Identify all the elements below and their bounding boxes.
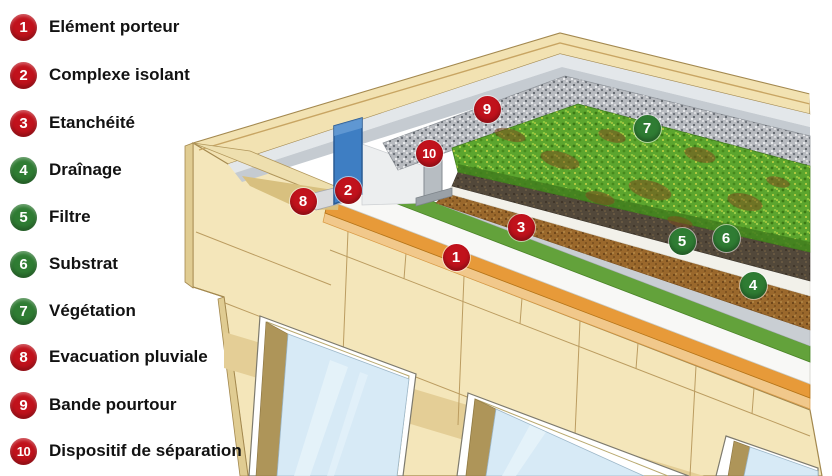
- legend-item-3: 3 Etanchéité: [10, 109, 135, 137]
- legend-badge-9: 9: [10, 391, 37, 419]
- legend-item-1: 1 Elément porteur: [10, 13, 179, 41]
- window-2: [456, 392, 690, 476]
- legend-badge-4: 4: [10, 156, 37, 184]
- legend-label-2: Complexe isolant: [49, 65, 190, 84]
- legend-item-9: 9 Bande pourtour: [10, 391, 177, 419]
- legend-badge-3: 3: [10, 109, 37, 137]
- legend-label-10: Dispositif de séparation: [49, 441, 242, 460]
- right-crop: [809, 0, 832, 476]
- legend: 1 Elément porteur 2 Complexe isolant 3 E…: [0, 0, 242, 476]
- legend-label-3: Etanchéité: [49, 113, 135, 132]
- legend-label-6: Substrat: [49, 254, 118, 273]
- window-3-glass: [743, 446, 819, 476]
- window-1: [248, 315, 417, 476]
- legend-label-8: Evacuation pluviale: [49, 347, 208, 366]
- legend-item-8: 8 Evacuation pluviale: [10, 343, 208, 371]
- legend-badge-10: 10: [10, 437, 37, 465]
- legend-badge-5: 5: [10, 203, 37, 231]
- legend-label-1: Elément porteur: [49, 17, 180, 36]
- legend-item-4: 4 Draînage: [10, 156, 122, 184]
- window-3: [715, 435, 819, 476]
- legend-badge-6: 6: [10, 250, 37, 278]
- legend-item-2: 2 Complexe isolant: [10, 61, 190, 89]
- window-1-reveal: [255, 321, 289, 476]
- parapet-inner-wall-lower: [235, 67, 810, 182]
- vegetation-brown-patches: [494, 127, 790, 228]
- left-side-face: [184, 142, 194, 289]
- parapet-inner-wall-upper: [228, 54, 810, 173]
- vegetation-layer: [451, 103, 811, 253]
- window-3-reveal: [727, 440, 751, 476]
- legend-badge-2: 2: [10, 61, 37, 89]
- legend-item-7: 7 Végétation: [10, 297, 136, 325]
- legend-badge-1: 1: [10, 13, 37, 41]
- legend-badge-7: 7: [10, 297, 37, 325]
- legend-item-10: 10 Dispositif de séparation: [10, 437, 242, 465]
- legend-label-9: Bande pourtour: [49, 395, 177, 414]
- separation-profile-foot: [415, 187, 453, 207]
- legend-badge-8: 8: [10, 343, 37, 371]
- legend-label-5: Filtre: [49, 207, 91, 226]
- legend-item-6: 6 Substrat: [10, 250, 118, 278]
- legend-label-4: Draînage: [49, 160, 122, 179]
- legend-label-7: Végétation: [49, 301, 136, 320]
- legend-item-5: 5 Filtre: [10, 203, 91, 231]
